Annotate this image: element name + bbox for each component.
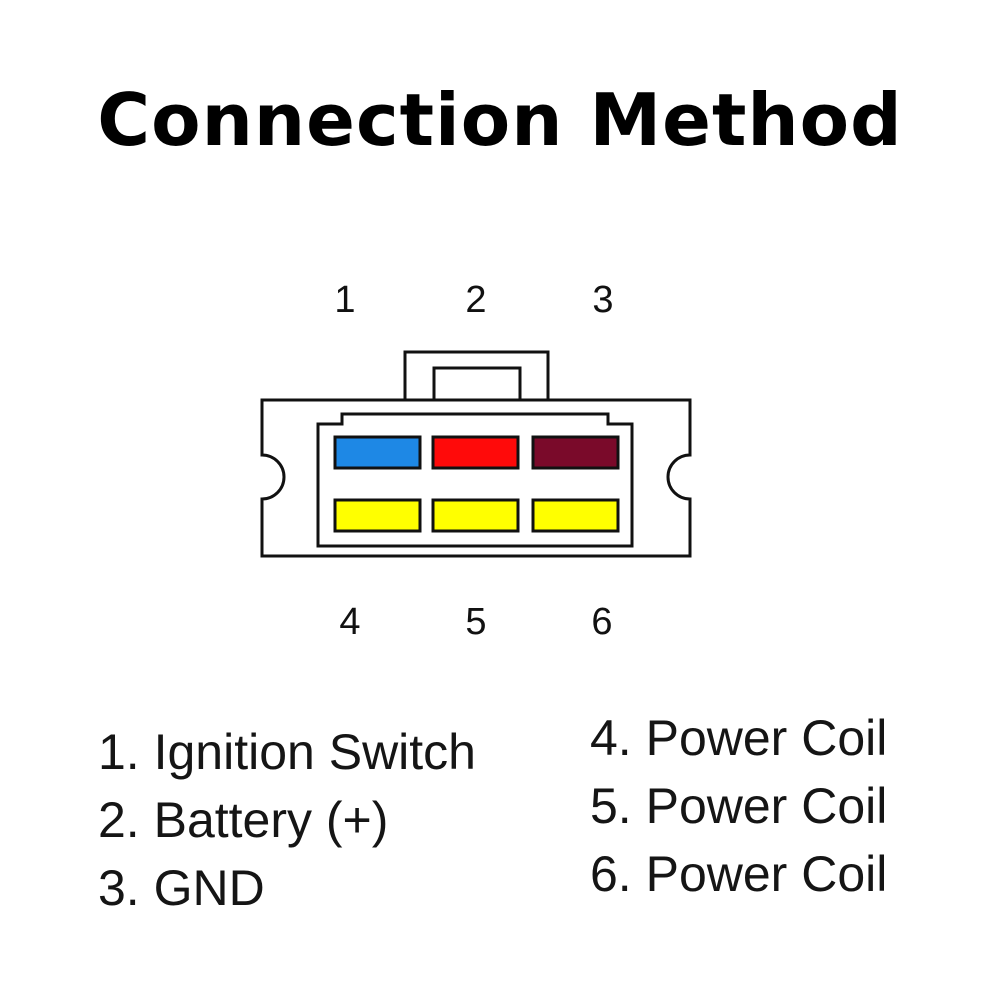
connector-latch-inner xyxy=(432,366,522,404)
pin-terminal-1 xyxy=(333,435,422,470)
diagram-title: Connection Method xyxy=(97,78,903,162)
pin-number-2: 2 xyxy=(465,279,486,321)
legend-item-3: 3. GND xyxy=(98,860,265,916)
connector-latch-outer xyxy=(403,350,550,404)
legend-item-6: 6. Power Coil xyxy=(590,846,888,902)
legend-right-column: 4. Power Coil 5. Power Coil 6. Power Coi… xyxy=(590,704,887,908)
legend-item-4: 4. Power Coil xyxy=(590,710,888,766)
pin-terminal-5 xyxy=(431,498,520,533)
legend-item-5: 5. Power Coil xyxy=(590,778,888,834)
legend-left-column: 1. Ignition Switch 2. Battery (+) 3. GND xyxy=(98,718,476,922)
pin-number-6: 6 xyxy=(591,601,612,643)
pin-number-4: 4 xyxy=(339,601,360,643)
pin-number-1: 1 xyxy=(334,279,355,321)
pin-terminal-3 xyxy=(531,435,620,470)
pin-terminal-6 xyxy=(531,498,620,533)
pin-terminal-4 xyxy=(333,498,422,533)
pin-number-3: 3 xyxy=(592,279,613,321)
pin-number-5: 5 xyxy=(465,601,486,643)
pin-terminal-2 xyxy=(431,435,520,470)
legend-item-1: 1. Ignition Switch xyxy=(98,724,476,780)
connector-diagram: 1 2 3 4 5 6 xyxy=(260,279,692,643)
legend-item-2: 2. Battery (+) xyxy=(98,792,389,848)
